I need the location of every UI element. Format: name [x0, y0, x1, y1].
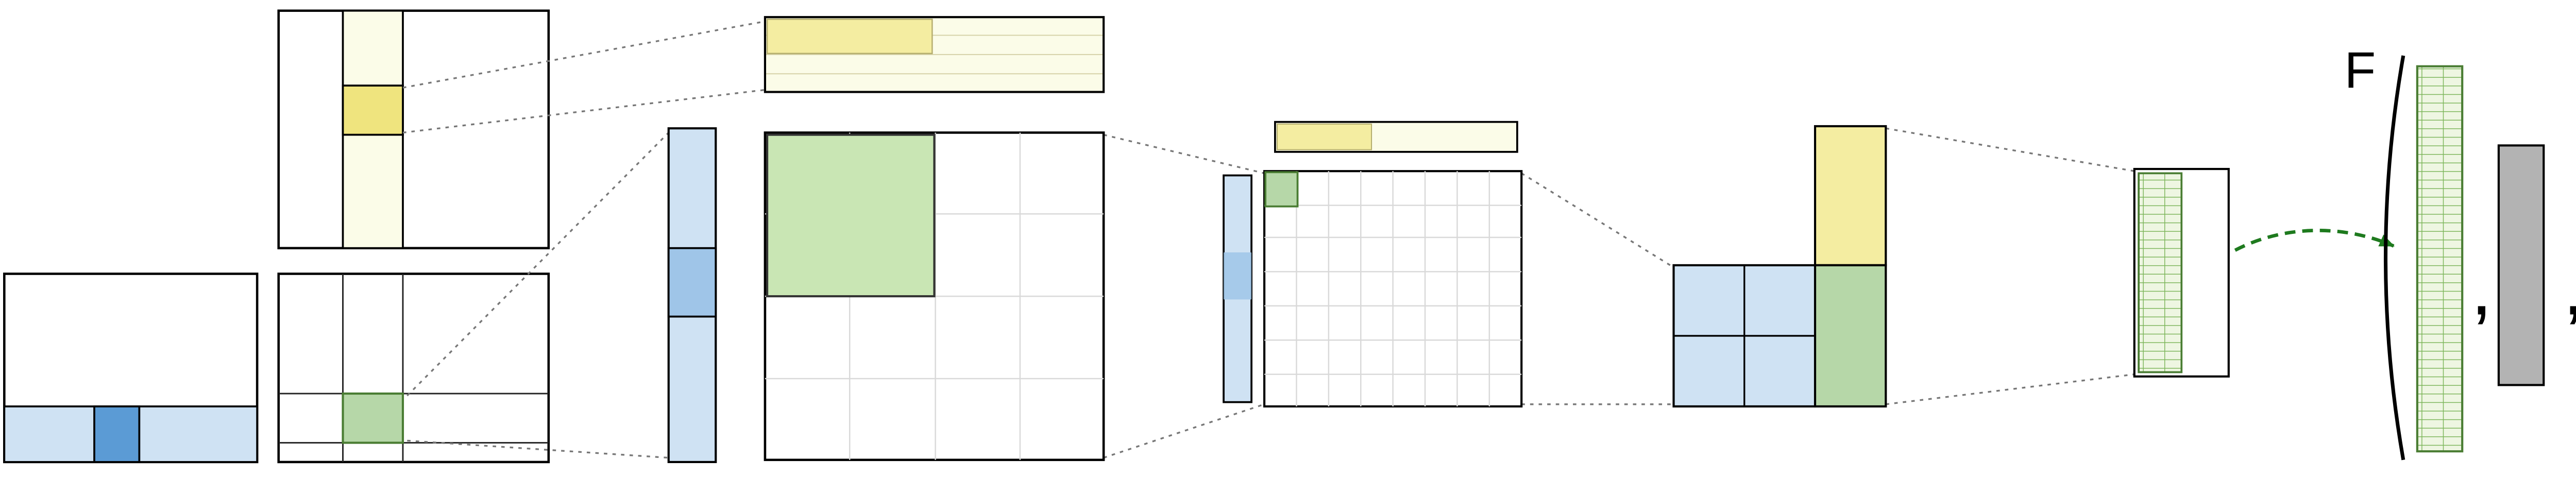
projection-line: [1103, 403, 1265, 459]
small-matrix-grid-lines: [1264, 171, 1522, 406]
row-vector-segment: [766, 19, 933, 55]
column-vector-blue: [667, 127, 717, 464]
comma-1: ,: [2471, 245, 2493, 331]
projection-line: [1103, 133, 1265, 174]
column-vector-segment: [667, 247, 717, 318]
matrix-c-outline: [277, 272, 550, 464]
input-matrix-b: [277, 9, 550, 249]
block-green: [1814, 264, 1887, 408]
function-label: F: [2344, 42, 2376, 99]
large-matrix-green-block: [766, 133, 936, 298]
open-paren: [2384, 55, 2405, 461]
block-yellow: [1814, 125, 1887, 266]
green-vector-argument: [2416, 65, 2464, 453]
block-matrix-large: [764, 131, 1105, 462]
projection-line: [1886, 127, 2135, 172]
projection-line: [407, 439, 669, 459]
projection-line: [402, 89, 766, 134]
encoded-column: [2133, 167, 2230, 378]
small-row-vector-segment: [1276, 123, 1372, 150]
row-vector-yellow: [764, 16, 1105, 93]
function-expression: F , , …: [2344, 42, 2576, 461]
matrix-2x2-blue: [1672, 264, 1817, 408]
matrix-b-outline: [277, 9, 550, 249]
projection-line: [402, 20, 766, 89]
gray-vector-argument: [2497, 144, 2545, 386]
encoded-column-green-grid: [2138, 172, 2183, 373]
input-matrix-a: [3, 272, 259, 464]
row-vector-small: [1274, 121, 1518, 153]
matrix-c-output-cell: [342, 392, 404, 444]
small-matrix-green-cell: [1264, 171, 1299, 208]
matrix-b-selected-cell: [342, 84, 404, 136]
column-vector-small: [1223, 174, 1252, 403]
green-dashed-arrow: [2234, 229, 2395, 252]
output-matrix-c: [277, 272, 550, 464]
projection-line: [406, 132, 669, 397]
block-matrix-small: [1263, 170, 1523, 408]
comma-2: ,: [2563, 245, 2576, 331]
projection-line: [1521, 172, 1674, 268]
small-column-vector-segment: [1224, 252, 1252, 300]
projection-line: [1886, 373, 2135, 405]
projection-lines: [402, 20, 2135, 459]
matrix-a-selected-cell: [93, 405, 141, 463]
